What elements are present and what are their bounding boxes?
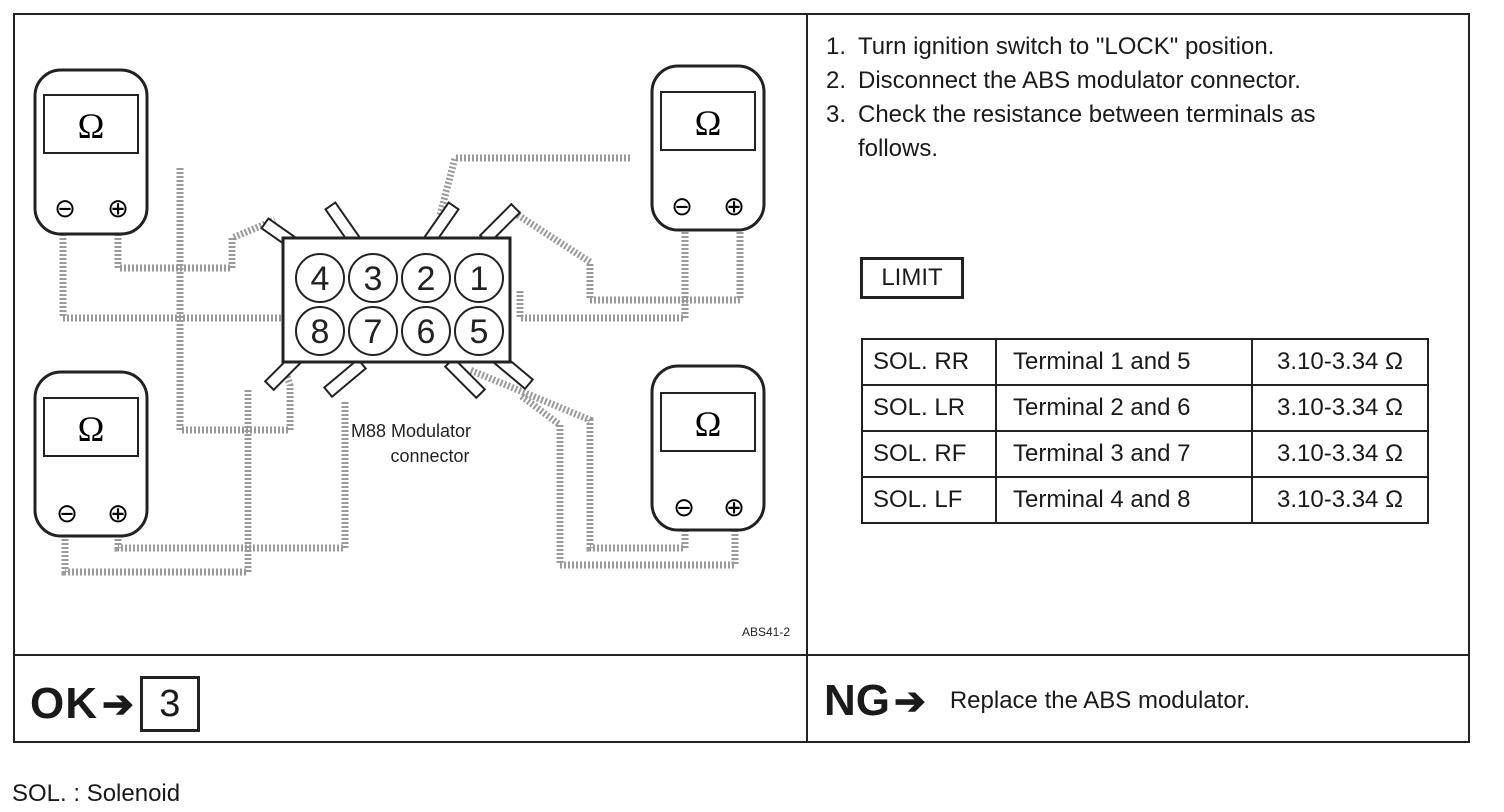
minus-terminal-icon: ⊖: [673, 493, 695, 523]
resistance-cell: 3.10-3.34 Ω: [1251, 430, 1429, 478]
procedure-frame: [13, 13, 1470, 743]
ohmmeter-bottom-right: Ω ⊖ ⊕: [650, 364, 766, 532]
ohmmeter-top-left: Ω ⊖ ⊕: [33, 68, 149, 236]
footnote: SOL. : Solenoid: [12, 780, 181, 807]
terminal-4: [295, 253, 345, 303]
ohm-icon: Ω: [78, 106, 105, 146]
solenoid-cell: SOL. RR: [861, 338, 997, 386]
arrow-right-icon: ➔: [102, 683, 134, 726]
step-text: Turn ignition switch to "LOCK" position.: [858, 33, 1275, 60]
modulator-connector: 4 3 2 1 8 7 6 5: [281, 236, 512, 364]
plus-terminal-icon: ⊕: [723, 192, 745, 222]
terminal-label: 7: [364, 313, 383, 351]
test-leads: [59, 154, 744, 576]
terminals-cell: Terminal 2 and 6: [995, 384, 1253, 432]
resistance-cell: 3.10-3.34 Ω: [1251, 384, 1429, 432]
ohm-icon: Ω: [695, 103, 722, 143]
limit-label: LIMIT: [860, 257, 964, 299]
ohm-icon: Ω: [78, 409, 105, 449]
ohmmeter-top-right: Ω ⊖ ⊕: [650, 64, 766, 232]
solenoid-cell: SOL. LR: [861, 384, 997, 432]
terminal-5: [454, 306, 504, 356]
resistance-limits-table: SOL. RR Terminal 1 and 5 3.10-3.34 Ω SOL…: [861, 338, 1429, 524]
connector-caption: M88 Modulator: [351, 421, 471, 441]
vertical-divider: [806, 13, 808, 743]
table-row: SOL. RF Terminal 3 and 7 3.10-3.34 Ω: [861, 430, 1429, 478]
next-step-link[interactable]: 3: [139, 676, 200, 732]
figure-id: ABS41-2: [742, 625, 790, 639]
terminals-cell: Terminal 4 and 8: [995, 476, 1253, 524]
terminal-label: 2: [417, 260, 436, 298]
step-text: Check the resistance between terminals a…: [858, 101, 1316, 128]
step-number: 2.: [826, 67, 847, 94]
step-item: follows.: [826, 132, 1316, 166]
ohmmeter-bottom-left: Ω ⊖ ⊕: [33, 370, 149, 538]
ng-label: NG: [824, 676, 890, 725]
terminal-8: [295, 306, 345, 356]
resistance-cell: 3.10-3.34 Ω: [1251, 476, 1429, 524]
ok-label: OK: [30, 679, 98, 728]
terminal-1: [454, 253, 504, 303]
terminals-cell: Terminal 1 and 5: [995, 338, 1253, 386]
step-text: Disconnect the ABS modulator connector.: [858, 67, 1301, 94]
resistance-cell: 3.10-3.34 Ω: [1251, 338, 1429, 386]
ng-result: NG ➔ Replace the ABS modulator.: [824, 676, 1250, 726]
terminals-cell: Terminal 3 and 7: [995, 430, 1253, 478]
ohm-icon: Ω: [695, 404, 722, 444]
solenoid-cell: SOL. LF: [861, 476, 997, 524]
horizontal-divider: [13, 654, 1470, 656]
terminal-label: 6: [417, 313, 436, 351]
terminal-label: 1: [470, 260, 489, 298]
terminal-3: [348, 253, 398, 303]
minus-terminal-icon: ⊖: [56, 499, 78, 529]
table-row: SOL. LF Terminal 4 and 8 3.10-3.34 Ω: [861, 476, 1429, 524]
terminal-label: 5: [470, 313, 489, 351]
step-number: 1.: [826, 33, 847, 60]
terminal-label: 8: [311, 313, 330, 351]
ng-action-text: Replace the ABS modulator.: [949, 687, 1251, 714]
connector-caption: connector: [390, 446, 469, 466]
minus-terminal-icon: ⊖: [54, 194, 76, 224]
ohmmeter-connector-diagram: 4 3 2 1 8 7 6 5 Ω ⊖ ⊕ Ω ⊖ ⊕ Ω ⊖ ⊕ Ω ⊖ ⊕: [33, 64, 790, 639]
minus-terminal-icon: ⊖: [671, 192, 693, 222]
solenoid-cell: SOL. RF: [861, 430, 997, 478]
procedure-steps: 1. Turn ignition switch to "LOCK" positio…: [826, 30, 1316, 166]
ok-result: OK ➔ 3: [30, 676, 200, 732]
plus-terminal-icon: ⊕: [107, 194, 129, 224]
terminal-2: [401, 253, 451, 303]
table-row: SOL. LR Terminal 2 and 6 3.10-3.34 Ω: [861, 384, 1429, 432]
step-number: 3.: [826, 101, 847, 128]
step-item: 1. Turn ignition switch to "LOCK" positio…: [826, 30, 1316, 64]
terminal-label: 3: [364, 260, 383, 298]
table-row: SOL. RR Terminal 1 and 5 3.10-3.34 Ω: [861, 338, 1429, 386]
terminal-label: 4: [311, 260, 330, 298]
terminal-6: [401, 306, 451, 356]
terminal-7: [348, 306, 398, 356]
arrow-right-icon: ➔: [894, 680, 926, 723]
step-item: 3. Check the resistance between terminals…: [826, 98, 1316, 132]
step-item: 2. Disconnect the ABS modulator connector…: [826, 64, 1316, 98]
step-text: follows.: [858, 135, 939, 162]
plus-terminal-icon: ⊕: [723, 493, 745, 523]
plus-terminal-icon: ⊕: [107, 499, 129, 529]
